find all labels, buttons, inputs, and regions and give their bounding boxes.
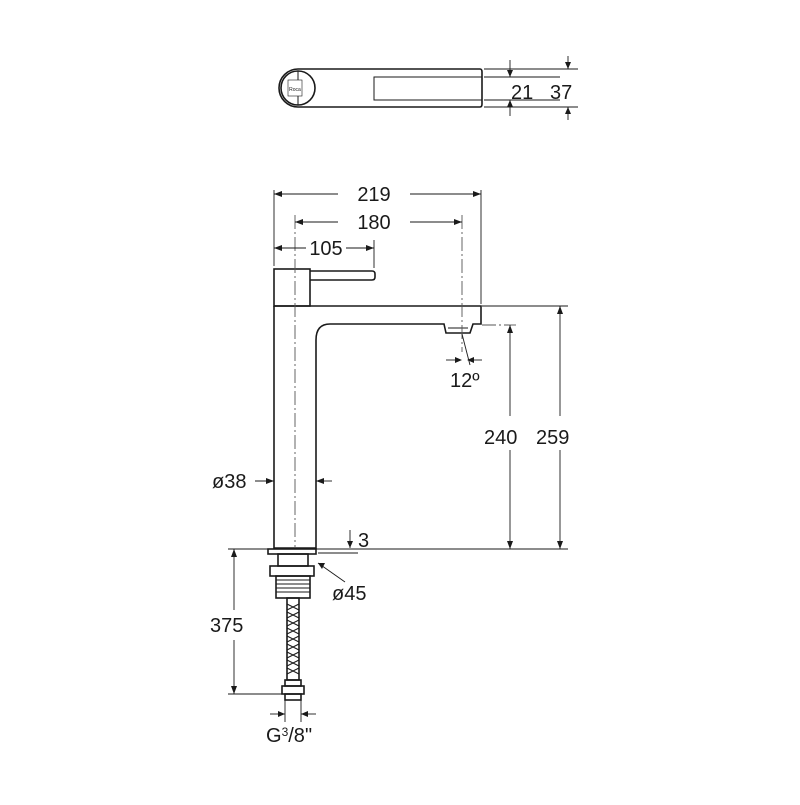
dim-handle: 105 [309,238,342,260]
connector-num: 3 [282,725,289,739]
handle-block [273,268,311,307]
dim-spout-angle: 12º [450,370,480,392]
dim-spout-reach: 180 [357,212,390,234]
front-view: 219 180 105 12º 240 259 [210,184,569,747]
top-view: Roca 21 37 [278,56,578,120]
dim-base-diameter: ø45 [332,583,366,605]
mounting-assembly [267,548,317,701]
dim-hose-length: 375 [210,615,243,637]
hose-connector-nut [281,685,305,695]
hose-braid [286,603,300,675]
body-outline [273,305,482,549]
dim-overall-width: 219 [357,184,390,206]
handle-lever [310,270,376,281]
dim-top-21: 21 [511,82,533,104]
connector-prefix: G [266,725,282,747]
logo-text: Roca [289,87,301,93]
faucet-body [273,268,482,549]
logo-mark: Roca [287,79,303,97]
connector-suffix: " [305,725,312,747]
dim-body-diameter: ø38 [212,471,246,493]
mounting-nut [269,565,315,577]
top-view-spout-outline [373,76,483,101]
connector-label: G3/8" [266,725,312,747]
connector-den: /8 [288,725,305,747]
hose-ferrule [284,679,302,687]
dim-base-gap: 3 [358,530,369,552]
dim-total-height: 259 [536,427,569,449]
mounting-shank [277,553,309,567]
top-view-outline [278,68,483,108]
hose-connector-end [284,693,302,701]
dim-top-37: 37 [550,82,572,104]
mounting-thread [275,575,311,599]
dim-spout-height: 240 [484,427,517,449]
